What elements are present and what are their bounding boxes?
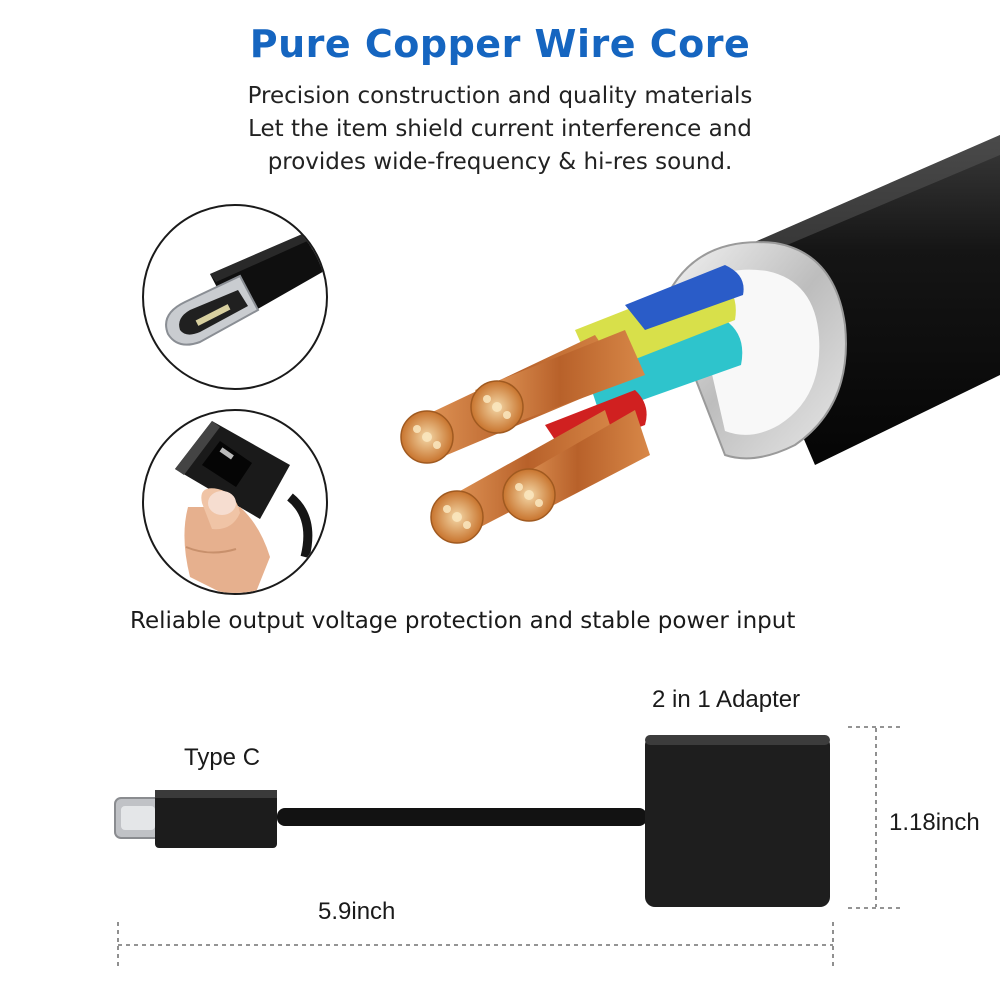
- adapter-in-hand-closeup: [142, 409, 328, 595]
- subtitle-line-2: Let the item shield current interference…: [248, 116, 752, 142]
- protection-caption: Reliable output voltage protection and s…: [130, 608, 796, 634]
- cable-cross-section-illustration: [400, 135, 1000, 544]
- adapter-dimension-diagram: [114, 726, 900, 970]
- usb-c-plug-closeup: [142, 204, 328, 390]
- subtitle-line-3: provides wide-frequency & hi-res sound.: [267, 149, 733, 175]
- height-dimension-label: 1.18inch: [889, 809, 980, 836]
- type-c-label: Type C: [184, 744, 261, 771]
- adapter-label: 2 in 1 Adapter: [652, 686, 801, 713]
- length-dimension-label: 5.9inch: [318, 898, 396, 925]
- page-title: Pure Copper Wire Core: [249, 22, 751, 66]
- subtitle-line-1: Precision construction and quality mater…: [247, 83, 753, 109]
